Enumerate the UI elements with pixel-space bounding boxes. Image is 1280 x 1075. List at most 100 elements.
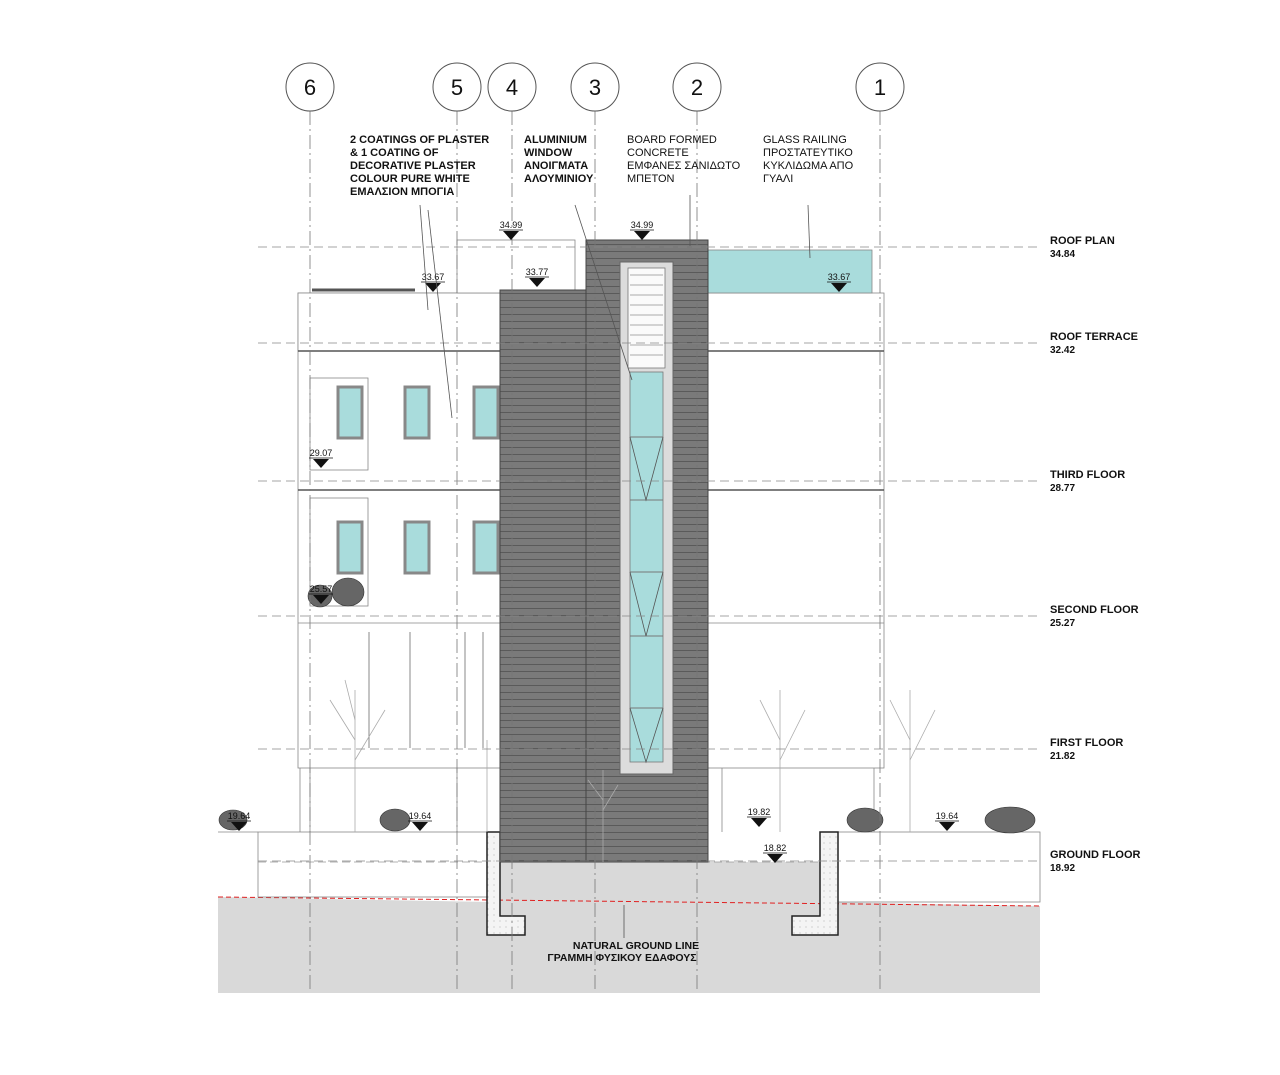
- glass-railing: [706, 249, 873, 294]
- spot-level-triangle: [313, 595, 329, 604]
- spot-level-text: 19.64: [936, 811, 959, 821]
- spot-level-text: 19.82: [748, 807, 771, 817]
- svg-text:ΠΡΟΣΤΑΤΕΥΤΙΚΟ: ΠΡΟΣΤΑΤΕΥΤΙΚΟ: [763, 147, 853, 159]
- plaster-note-line: & 1 COATING OF: [350, 147, 439, 159]
- level-value: 21.82: [1050, 751, 1075, 762]
- spot-level-marker: 29.07: [309, 448, 333, 468]
- spot-level-marker: 34.99: [630, 220, 654, 240]
- grid-bubble-label: 4: [506, 75, 518, 100]
- spot-level-marker: 33.67: [421, 272, 445, 292]
- level-value: 34.84: [1050, 249, 1075, 260]
- tower-window-glass: [629, 371, 664, 764]
- spot-level-marker: 33.67: [827, 272, 851, 292]
- spot-level-triangle: [313, 459, 329, 468]
- concrete-note-line: ΜΠΕΤΟΝ: [627, 173, 675, 185]
- spot-level-triangle: [634, 231, 650, 240]
- svg-text:ΜΠΕΤΟΝ: ΜΠΕΤΟΝ: [627, 173, 675, 185]
- spot-level-text: 19.64: [228, 811, 251, 821]
- grid-bubble-label: 5: [451, 75, 463, 100]
- spot-level-text: 19.64: [409, 811, 432, 821]
- spot-level-triangle: [425, 283, 441, 292]
- louvres: [630, 274, 663, 356]
- svg-text:2 COATINGS OF PLASTER: 2 COATINGS OF PLASTER: [350, 134, 489, 146]
- right-volume: [706, 249, 885, 832]
- spot-level-text: 29.07: [310, 448, 333, 458]
- spot-level-text: 34.99: [500, 220, 523, 230]
- spot-level-marker: 19.64: [935, 811, 959, 831]
- svg-text:BOARD FORMED: BOARD FORMED: [627, 134, 717, 146]
- spot-level-text: 18.82: [764, 843, 787, 853]
- grid-bubble-label: 2: [691, 75, 703, 100]
- concrete-tower: [499, 239, 709, 863]
- level-value: 25.27: [1050, 618, 1075, 629]
- railing-note-line: GLASS RAILING: [763, 134, 847, 146]
- grid-bubble-label: 3: [589, 75, 601, 100]
- note-leaders: [419, 195, 811, 938]
- ground-label-gr: ΓΡΑΜΜΗ ΦΥΣΙΚΟΥ ΕΔΑΦΟΥΣ: [547, 952, 696, 964]
- svg-text:ΕΜΦΑΝΕΣ ΣΑΝΙΔΩΤΟ: ΕΜΦΑΝΕΣ ΣΑΝΙΔΩΤΟ: [627, 160, 741, 172]
- level-name: ROOF TERRACE: [1050, 331, 1138, 343]
- grid-bubble: [432, 62, 482, 112]
- svg-text:WINDOW: WINDOW: [524, 147, 573, 159]
- svg-text:& 1 COATING OF: & 1 COATING OF: [350, 147, 439, 159]
- spot-level-triangle: [503, 231, 519, 240]
- natural-ground-line: [217, 896, 1041, 907]
- grid-bubble-label: 6: [304, 75, 316, 100]
- railing-note-line: ΠΡΟΣΤΑΤΕΥΤΙΚΟ: [763, 147, 853, 159]
- plaster-note-line: DECORATIVE PLASTER: [350, 160, 476, 172]
- level-name: GROUND FLOOR: [1050, 849, 1140, 861]
- railing-note-line: ΓΥΑΛΙ: [763, 173, 793, 185]
- svg-text:ΓΥΑΛΙ: ΓΥΑΛΙ: [763, 173, 793, 185]
- window-note-line: ALUMINIUM: [524, 134, 587, 146]
- ground-line-label: NATURAL GROUND LINE ΓΡΑΜΜΗ ΦΥΣΙΚΟΥ ΕΔΑΦΟ…: [547, 940, 699, 964]
- concrete-note-line: BOARD FORMED: [627, 134, 717, 146]
- spot-level-marker: 18.82: [763, 843, 787, 863]
- svg-text:ΑΝΟΙΓΜΑΤΑ: ΑΝΟΙΓΜΑΤΑ: [524, 160, 588, 172]
- spot-levels: 34.99 34.99 33.77 33.67 33.67 29.07 25.57 19.64…: [227, 220, 959, 863]
- level-name: FIRST FLOOR: [1050, 737, 1123, 749]
- level-name: THIRD FLOOR: [1050, 469, 1125, 481]
- plaster-note-line: ΕΜΑΛΣΙΟΝ ΜΠΟΓΙΑ: [350, 186, 454, 198]
- grid-bubble-label: 1: [874, 75, 886, 100]
- spot-level-text: 34.99: [631, 220, 654, 230]
- spot-level-text: 33.77: [526, 267, 549, 277]
- spot-level-text: 33.67: [828, 272, 851, 282]
- svg-text:ALUMINIUM: ALUMINIUM: [524, 134, 587, 146]
- spot-level-triangle: [939, 822, 955, 831]
- level-value: 18.92: [1050, 863, 1075, 874]
- plaster-note-line: 2 COATINGS OF PLASTER: [350, 134, 489, 146]
- level-value: 28.77: [1050, 483, 1075, 494]
- concrete-note-line: CONCRETE: [627, 147, 689, 159]
- svg-text:CONCRETE: CONCRETE: [627, 147, 689, 159]
- svg-text:ΚΥΚΛΙΔΩΜΑ ΑΠΟ: ΚΥΚΛΙΔΩΜΑ ΑΠΟ: [763, 160, 854, 172]
- spot-level-marker: 33.77: [525, 267, 549, 287]
- concrete-note-line: ΕΜΦΑΝΕΣ ΣΑΝΙΔΩΤΟ: [627, 160, 741, 172]
- spot-level-triangle: [751, 818, 767, 827]
- spot-level-triangle: [529, 278, 545, 287]
- spot-level-marker: 25.57: [309, 584, 333, 604]
- spot-level-triangle: [412, 822, 428, 831]
- trees: [329, 679, 936, 862]
- spot-level-text: 25.57: [310, 584, 333, 594]
- grid-bubble: [855, 62, 905, 112]
- grid-bubble: [570, 62, 620, 112]
- svg-text:ΕΜΑΛΣΙΟΝ ΜΠΟΓΙΑ: ΕΜΑΛΣΙΟΝ ΜΠΟΓΙΑ: [350, 186, 454, 198]
- plastered-volume: [297, 239, 576, 832]
- spot-level-marker: 19.82: [747, 807, 771, 827]
- terrace-walls: [218, 831, 1041, 903]
- window-note-line: ΑΛΟΥΜΙΝΙΟΥ: [524, 173, 594, 185]
- grid-bubble: [487, 62, 537, 112]
- spot-level-triangle: [831, 283, 847, 292]
- window-note-line: ΑΝΟΙΓΜΑΤΑ: [524, 160, 588, 172]
- svg-text:ΑΛΟΥΜΙΝΙΟΥ: ΑΛΟΥΜΙΝΙΟΥ: [524, 173, 594, 185]
- spot-level-marker: 19.64: [227, 811, 251, 831]
- window-note-line: WINDOW: [524, 147, 573, 159]
- grid-bubble: [672, 62, 722, 112]
- spot-level-triangle: [231, 822, 247, 831]
- svg-text:GLASS RAILING: GLASS RAILING: [763, 134, 847, 146]
- level-value: 32.42: [1050, 345, 1075, 356]
- svg-text:COLOUR PURE WHITE: COLOUR PURE WHITE: [350, 173, 470, 185]
- svg-text:DECORATIVE PLASTER: DECORATIVE PLASTER: [350, 160, 476, 172]
- level-name: ROOF PLAN: [1050, 235, 1115, 247]
